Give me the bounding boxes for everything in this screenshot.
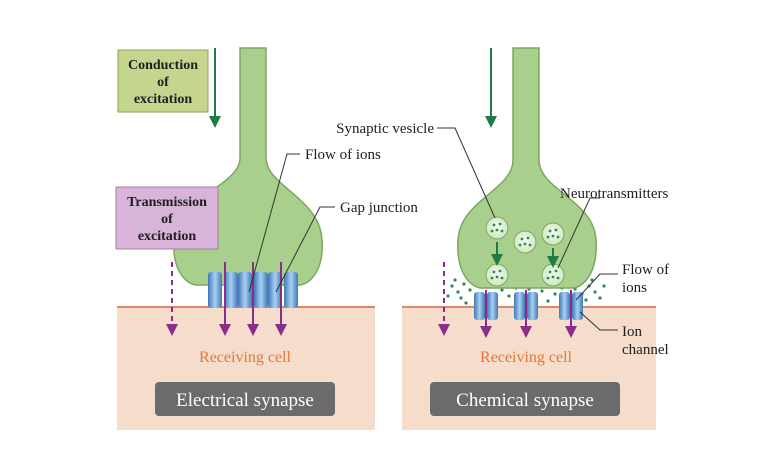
chemical-synapse-title-box — [430, 382, 620, 416]
transmission-box-line2: of — [161, 212, 173, 227]
vesicle-content-dots — [490, 222, 560, 280]
neurotransmitters-leader — [557, 197, 600, 269]
ion-channels — [474, 292, 583, 320]
transmission-box-line1: Transmission — [127, 195, 207, 210]
electrical-synapse-title-box — [155, 382, 335, 416]
transmission-box — [115, 186, 219, 250]
receiving-cell-label-left: Receiving cell — [199, 349, 292, 366]
transmission-box-line3: excitation — [138, 229, 197, 244]
chemical-synapse-panel: Synaptic vesicle Neurotransmitters Flow … — [336, 47, 669, 430]
gap-junction-leader — [275, 206, 335, 293]
flow-of-ions-label-left: Flow of ions — [305, 147, 381, 163]
conduction-box — [117, 49, 209, 113]
conduction-box-line1: Conduction — [128, 58, 198, 73]
conduction-box-line2: of — [157, 75, 169, 90]
gap-junction-label: Gap junction — [340, 200, 418, 216]
ion-channel-label-1: Ion — [622, 324, 642, 340]
ion-channel-label-2: channel — [622, 342, 669, 358]
synaptic-vesicle-label: Synaptic vesicle — [336, 121, 434, 137]
gap-junction-channels — [208, 272, 298, 308]
electrical-synapse-title: Electrical synapse — [176, 390, 314, 411]
synaptic-vesicles — [485, 216, 565, 287]
synaptic-vesicle-leader — [437, 127, 496, 219]
neurotransmitters-label: Neurotransmitters — [560, 186, 668, 202]
flow-of-ions-label-right-1: Flow of — [622, 262, 669, 278]
flow-of-ions-label-right-2: ions — [622, 280, 647, 296]
flow-of-ions-leader-right — [575, 273, 618, 301]
chemical-synapse-title: Chemical synapse — [456, 390, 594, 411]
electrical-synapse-panel: Conduction of excitation Transmission of… — [115, 47, 418, 430]
flow-of-ions-leader-left — [248, 153, 300, 293]
receiving-cell-label-right: Receiving cell — [480, 349, 573, 366]
ion-channel-leader — [579, 311, 618, 331]
conduction-box-line3: excitation — [134, 92, 193, 107]
